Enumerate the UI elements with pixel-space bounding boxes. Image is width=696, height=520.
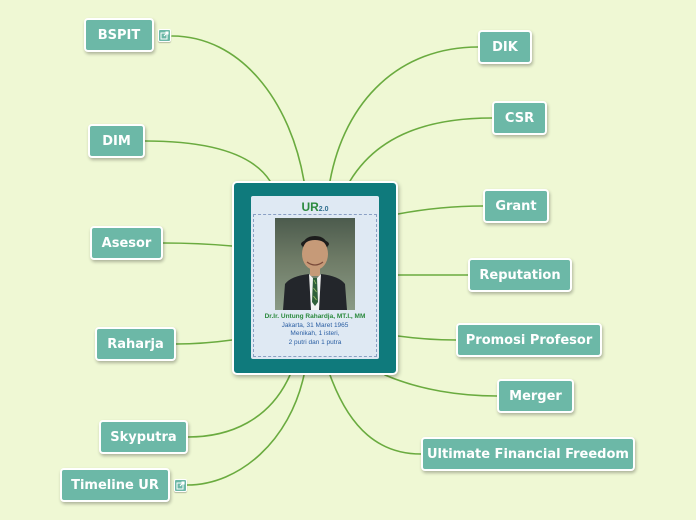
connector-bspit xyxy=(171,35,305,182)
topic-asesor[interactable]: Asesor xyxy=(90,226,163,260)
topic-promosi-profesor[interactable]: Promosi Profesor xyxy=(456,323,602,357)
topic-reputation[interactable]: Reputation xyxy=(468,258,572,292)
topic-csr[interactable]: CSR xyxy=(492,101,547,135)
topic-merger[interactable]: Merger xyxy=(497,379,574,413)
topic-bspit[interactable]: BSPIT xyxy=(84,18,154,52)
connector-dik xyxy=(329,46,479,182)
connector-grant xyxy=(397,205,484,215)
connector-merger xyxy=(384,374,498,397)
caption-name: Dr.Ir. Untung Rahardja, MT.I., MM xyxy=(264,313,366,320)
logo-text: UR xyxy=(301,200,319,214)
portrait-photo xyxy=(275,218,355,310)
profile-caption: Dr.Ir. Untung Rahardja, MT.I., MM Jakart… xyxy=(251,313,379,347)
connector-uff xyxy=(329,374,422,455)
topic-dim[interactable]: DIM xyxy=(88,124,145,158)
connector-dim xyxy=(144,140,271,182)
ur-logo: UR2.0 xyxy=(251,200,379,214)
logo-version: 2.0 xyxy=(318,206,329,213)
topic-raharja[interactable]: Raharja xyxy=(95,327,176,361)
connector-asesor xyxy=(162,242,233,247)
topic-timeline-ur[interactable]: Timeline UR xyxy=(60,468,170,502)
topic-grant[interactable]: Grant xyxy=(483,189,549,223)
connector-timeline xyxy=(186,374,305,486)
connector-raharja xyxy=(175,339,233,345)
central-topic[interactable]: UR2.0 Dr.Ir. Untung Rahardja, MT.I., MM … xyxy=(232,181,398,375)
caption-children: 2 putri dan 1 putra xyxy=(288,338,342,346)
topic-dik[interactable]: DIK xyxy=(478,30,532,64)
caption-birth: Jakarta, 31 Maret 1965 xyxy=(281,321,349,329)
external-link-icon[interactable] xyxy=(158,29,171,42)
external-link-icon[interactable] xyxy=(174,479,187,492)
connector-promosi xyxy=(397,335,457,341)
profile-card: UR2.0 Dr.Ir. Untung Rahardja, MT.I., MM … xyxy=(251,196,379,359)
card-border xyxy=(253,214,377,357)
connector-skyputra xyxy=(187,374,291,438)
caption-marital: Menikah, 1 isteri, xyxy=(290,330,340,337)
connector-csr xyxy=(349,117,493,182)
topic-skyputra[interactable]: Skyputra xyxy=(99,420,188,454)
topic-ultimate-financial-freedom[interactable]: Ultimate Financial Freedom xyxy=(421,437,635,471)
